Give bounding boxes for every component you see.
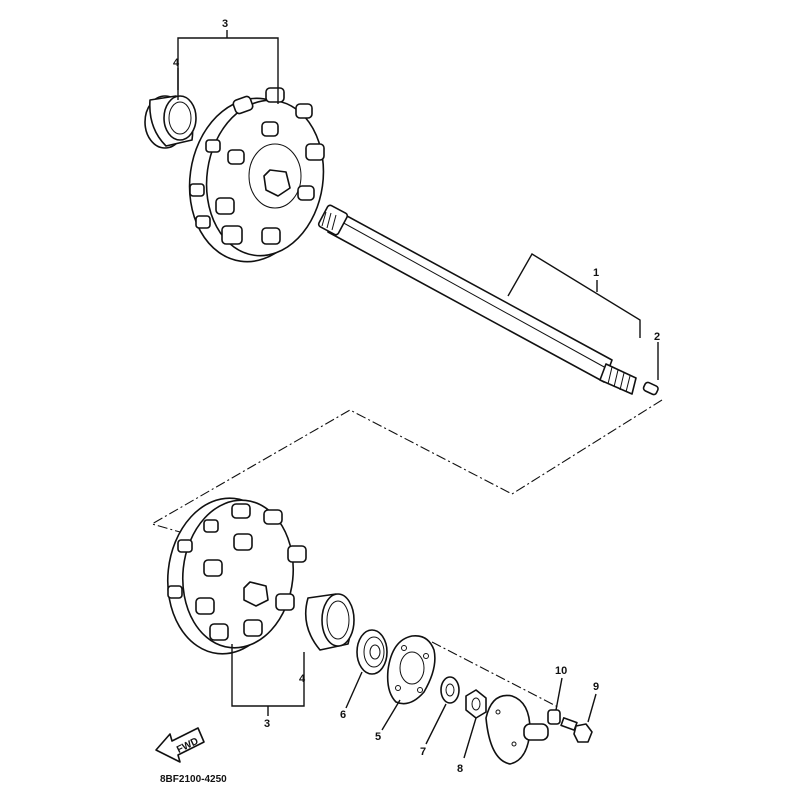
hex-nut [465,689,487,719]
callout-2: 2 [654,331,660,343]
callout-1: 1 [593,267,599,279]
ball-bearing [356,629,388,675]
collar [547,709,561,725]
callout-5: 5 [375,731,381,743]
callout-3-bottom: 3 [264,718,270,730]
leader-lines [150,30,663,759]
callout-7: 7 [420,746,426,758]
washer [440,676,460,704]
diagram-code: 8BF2100-4250 [160,774,227,785]
sprocket-bottom [166,497,307,655]
fwd-arrow-icon: FWD [155,727,205,763]
bearing-ring-top [144,95,197,149]
bearing-ring-bottom [304,593,355,651]
callout-9: 9 [593,681,599,693]
callout-8: 8 [457,763,463,775]
end-hub [485,694,549,765]
sprocket-top [188,87,325,263]
hub-flange [386,634,436,705]
hex-bolt [560,717,593,743]
callout-6: 6 [340,709,346,721]
axle-shaft [317,204,637,395]
callout-4-bottom: 4 [299,673,306,685]
callout-3-top: 3 [222,18,228,30]
callout-4-top: 4 [173,57,180,69]
shaft-pin [642,381,659,396]
callout-10: 10 [555,665,567,677]
